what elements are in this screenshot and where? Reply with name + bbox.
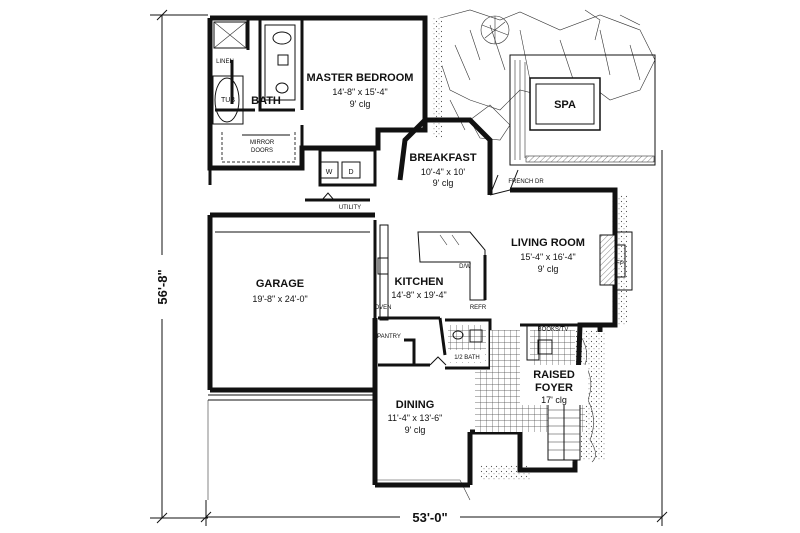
books-tv-label: BOOKS/TV xyxy=(538,327,569,333)
kitchen: D/W KITCHEN 14'-8" x 19'-4" OVEN REFR xyxy=(374,224,487,321)
bath-label: BATH xyxy=(251,95,281,107)
dw-label: D/W xyxy=(459,264,471,270)
master-bedroom-ceiling: 9' clg xyxy=(350,99,371,109)
half-bath-label: 1/2 BATH xyxy=(454,355,480,361)
breakfast-size: 10'-4" x 10' xyxy=(421,167,465,177)
raised-foyer-name-line1: RAISED xyxy=(533,369,575,381)
landscape-trees xyxy=(439,9,656,141)
breakfast-name: BREAKFAST xyxy=(409,152,477,164)
spa-label: SPA xyxy=(554,99,576,111)
dining-ceiling: 9' clg xyxy=(405,425,426,435)
fireplace: FP xyxy=(599,231,633,291)
kitchen-name: KITCHEN xyxy=(395,276,444,288)
breakfast-ceiling: 9' clg xyxy=(433,178,454,188)
site-lines xyxy=(207,394,471,501)
washer-label: W xyxy=(326,169,333,176)
oven-label: OVEN xyxy=(374,305,391,311)
depth-dimension-text: 56'-8" xyxy=(155,269,170,304)
garage-size: 19'-8" x 24'-0" xyxy=(252,294,307,304)
kitchen-size: 14'-8" x 19'-4" xyxy=(391,290,446,300)
master-bath-fixtures xyxy=(212,21,296,163)
french-door: FRENCH DR xyxy=(489,169,544,196)
master-bedroom-name: MASTER BEDROOM xyxy=(307,72,414,84)
overall-width-dimension: 53'-0" xyxy=(200,150,668,526)
half-bath: 1/2 BATH xyxy=(447,325,486,363)
living-room: LIVING ROOM 15'-4" x 16'-4" 9' clg xyxy=(511,237,585,274)
raised-foyer-name-line2: FOYER xyxy=(535,382,573,394)
refr-label: REFR xyxy=(470,305,487,311)
linen-label: LINEN xyxy=(216,59,234,65)
overall-depth-dimension: 56'-8" xyxy=(148,9,208,524)
fp-label: FP xyxy=(616,261,624,267)
garage-name: GARAGE xyxy=(256,278,304,290)
master-bath-labels: LINEN TUB BATH MIRROR DOORS xyxy=(216,59,281,154)
french-dr-label: FRENCH DR xyxy=(508,179,544,185)
breakfast: BREAKFAST 10'-4" x 10' 9' clg xyxy=(409,152,477,188)
garage: GARAGE 19'-8" x 24'-0" xyxy=(215,231,370,304)
width-dimension-text: 53'-0" xyxy=(412,510,447,525)
pantry: PANTRY xyxy=(377,334,401,340)
mirror-label-line2: DOORS xyxy=(251,148,273,154)
dining-size: 11'-4" x 13'-6" xyxy=(388,413,443,423)
spa: SPA xyxy=(529,77,601,131)
mirror-label-line1: MIRROR xyxy=(250,140,275,146)
living-room-name: LIVING ROOM xyxy=(511,237,585,249)
raised-foyer-ceiling: 17' clg xyxy=(541,395,567,405)
raised-foyer: RAISED FOYER 17' clg BOOKS/TV xyxy=(475,324,588,461)
dryer-label: D xyxy=(348,169,353,176)
master-bedroom-size: 14'-8" x 15'-4" xyxy=(332,87,387,97)
master-bedroom: MASTER BEDROOM 14'-8" x 15'-4" 9' clg xyxy=(307,72,414,109)
pantry-label: PANTRY xyxy=(377,334,401,340)
dining: DINING 11'-4" x 13'-6" 9' clg xyxy=(388,356,447,435)
tub-label: TUB xyxy=(221,97,235,104)
utility-label: UTILITY xyxy=(339,205,361,211)
living-room-size: 15'-4" x 16'-4" xyxy=(520,252,575,262)
deck-area xyxy=(509,54,656,166)
dining-name: DINING xyxy=(396,399,435,411)
laundry: W D UTILITY xyxy=(319,161,361,211)
living-room-ceiling: 9' clg xyxy=(538,264,559,274)
